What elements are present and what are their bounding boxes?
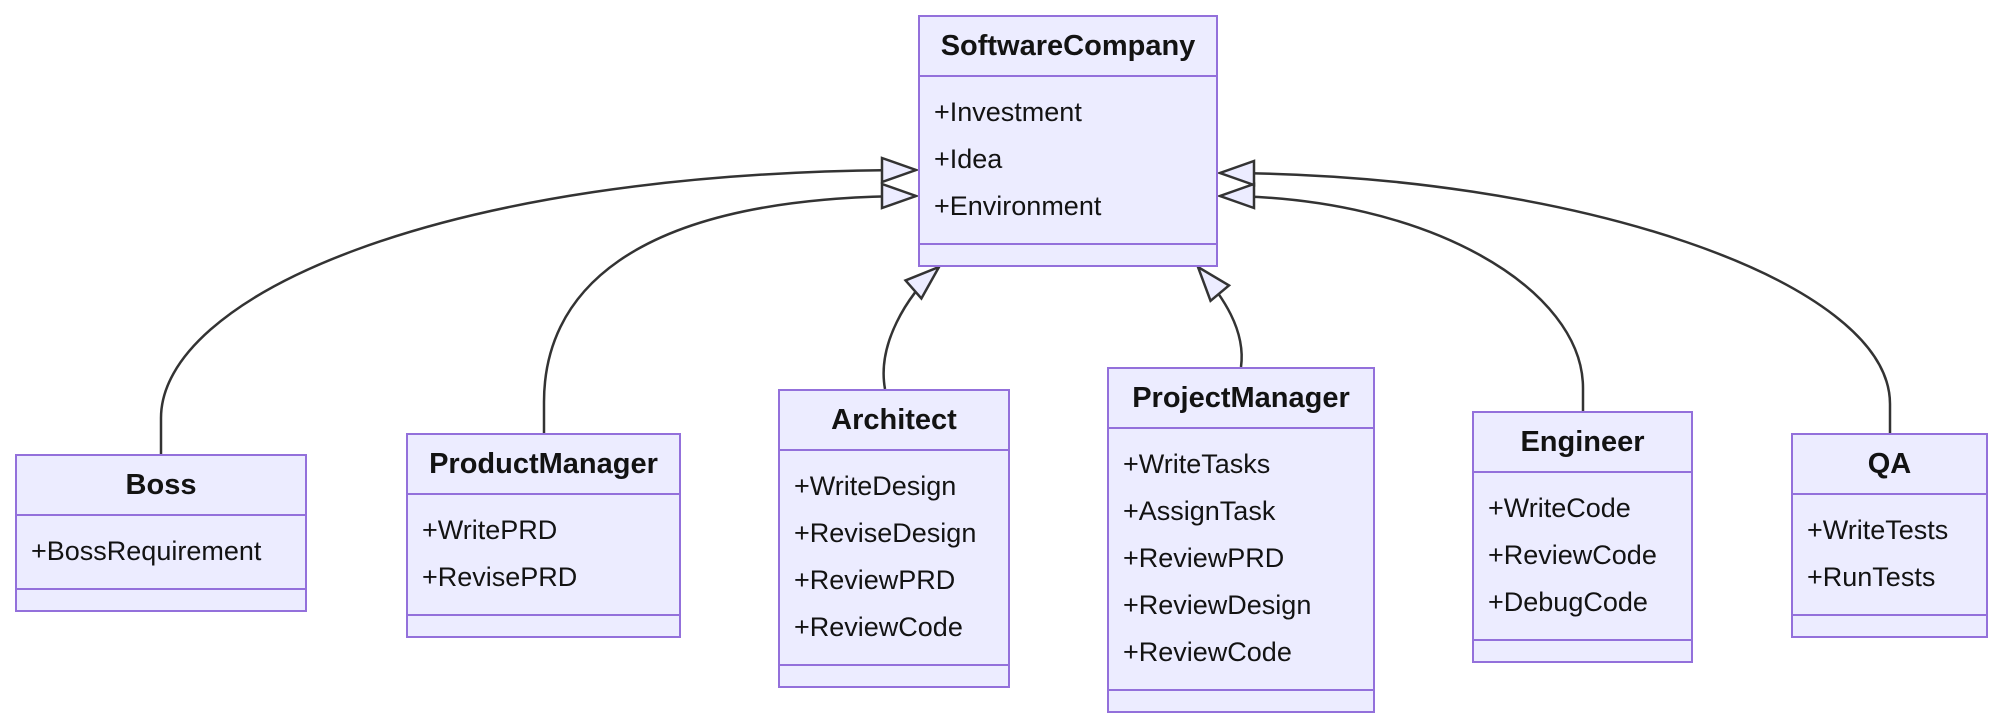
class-attribute: +ReviewPRD: [1123, 543, 1285, 573]
class-title: Engineer: [1474, 413, 1691, 473]
edge-qa-to-softwarecompany: [1220, 173, 1892, 433]
class-methods-empty: [1793, 616, 1986, 636]
class-attributes: +WriteTasks +AssignTask +ReviewPRD +ReviewD…: [1109, 429, 1373, 691]
class-attribute: +ReviewCode: [1488, 540, 1657, 570]
class-attributes: +BossRequirement: [17, 516, 305, 590]
class-box-qa: QA +WriteTests +RunTests: [1791, 433, 1988, 638]
class-attribute: +ReviseDesign: [794, 518, 977, 548]
class-attribute: +WriteTasks: [1123, 449, 1271, 479]
class-title: ProductManager: [408, 435, 679, 495]
class-attribute: +WriteDesign: [794, 471, 957, 501]
class-box-engineer: Engineer +WriteCode +ReviewCode +DebugCode: [1472, 411, 1693, 663]
class-attributes: +WriteCode +ReviewCode +DebugCode: [1474, 473, 1691, 641]
class-title: QA: [1793, 435, 1986, 495]
class-title: Boss: [17, 456, 305, 516]
class-attribute: +AssignTask: [1123, 496, 1276, 526]
edge-productmanager-to-softwarecompany: [542, 196, 916, 433]
class-methods-empty: [920, 245, 1216, 265]
class-attribute: +WriteTests: [1807, 515, 1949, 545]
class-box-productmanager: ProductManager +WritePRD +RevisePRD: [406, 433, 681, 638]
class-attribute: +ReviewCode: [794, 612, 963, 642]
class-attribute: +DebugCode: [1488, 587, 1648, 617]
class-attributes: +Investment +Idea +Environment: [920, 77, 1216, 245]
class-attributes: +WriteDesign +ReviseDesign +ReviewPRD +Revi…: [780, 451, 1008, 666]
class-methods-empty: [408, 616, 679, 636]
class-attribute: +RevisePRD: [422, 562, 578, 592]
class-attribute: +WritePRD: [422, 515, 558, 545]
class-title: ProjectManager: [1109, 369, 1373, 429]
class-attribute: +WriteCode: [1488, 493, 1631, 523]
class-methods-empty: [780, 666, 1008, 686]
class-attribute: +Environment: [934, 191, 1102, 221]
edge-architect-to-softwarecompany: [882, 267, 939, 390]
class-methods-empty: [1474, 641, 1691, 661]
class-attribute: +Investment: [934, 97, 1082, 127]
class-attributes: +WriteTests +RunTests: [1793, 495, 1986, 616]
class-title: SoftwareCompany: [920, 17, 1216, 77]
class-title: Architect: [780, 391, 1008, 451]
class-attributes: +WritePRD +RevisePRD: [408, 495, 679, 616]
class-attribute: +RunTests: [1807, 562, 1936, 592]
class-attribute: +Idea: [934, 144, 1003, 174]
class-box-architect: Architect +WriteDesign +ReviseDesign +Revi…: [778, 389, 1010, 688]
class-box-softwarecompany: SoftwareCompany +Investment +Idea +Environ…: [918, 15, 1218, 267]
class-box-projectmanager: ProjectManager +WriteTasks +AssignTask +Re…: [1107, 367, 1375, 713]
edge-projectmanager-to-softwarecompany: [1198, 267, 1243, 368]
class-attribute: +ReviewDesign: [1123, 590, 1312, 620]
edge-engineer-to-softwarecompany: [1220, 196, 1585, 411]
class-methods-empty: [17, 590, 305, 610]
class-box-boss: Boss +BossRequirement: [15, 454, 307, 612]
class-attribute: +ReviewCode: [1123, 637, 1292, 667]
class-methods-empty: [1109, 691, 1373, 711]
class-attribute: +BossRequirement: [31, 536, 262, 566]
edge-boss-to-softwarecompany: [159, 170, 916, 454]
class-attribute: +ReviewPRD: [794, 565, 956, 595]
